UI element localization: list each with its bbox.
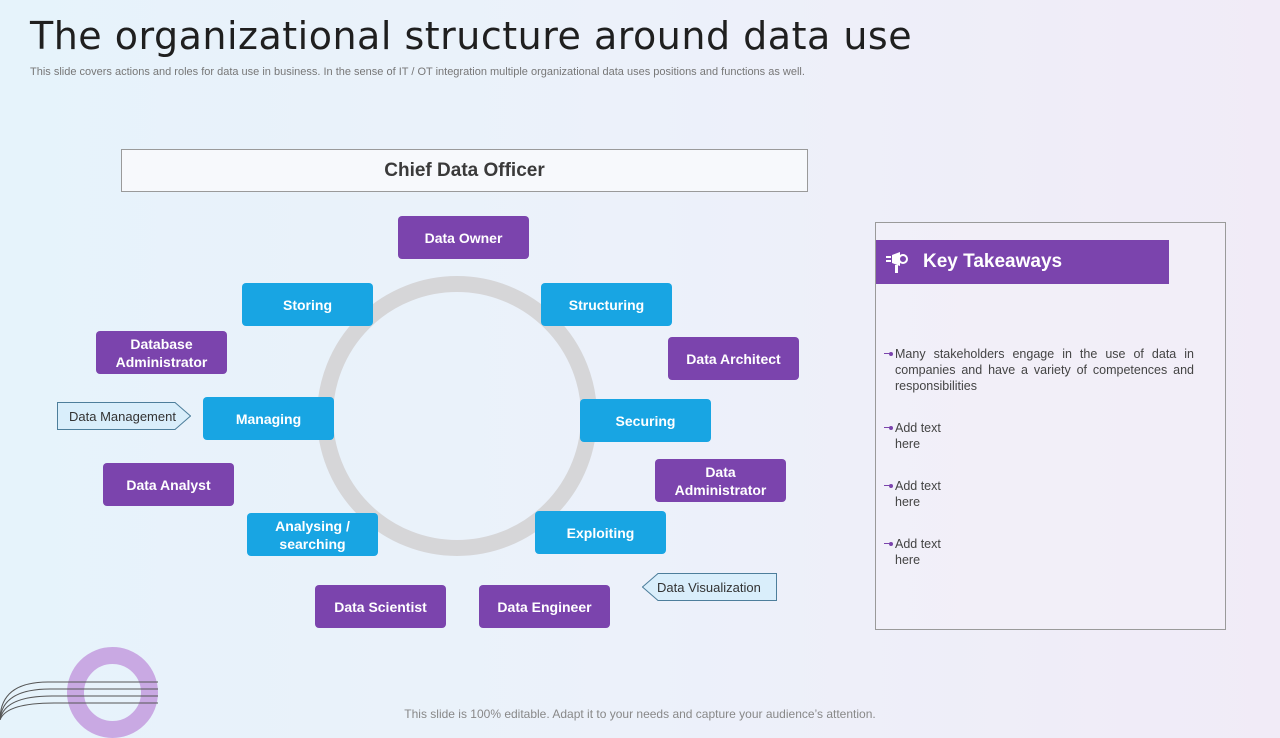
- role-data-owner: Data Owner: [398, 216, 529, 259]
- tag-data-management-label: Data Management: [69, 408, 176, 424]
- chief-data-officer-box: Chief Data Officer: [121, 149, 808, 192]
- role-data-analyst: Data Analyst: [103, 463, 234, 506]
- takeaway-text: Many stakeholders engage in the use of d…: [895, 347, 1194, 393]
- decorative-lines: [0, 681, 158, 720]
- function-securing: Securing: [580, 399, 711, 442]
- takeaway-item: Add text here: [884, 536, 1194, 568]
- tag-data-management: Data Management: [57, 402, 191, 430]
- tag-data-visualization: Data Visualization: [642, 573, 777, 601]
- role-data-engineer: Data Engineer: [479, 585, 610, 628]
- bullet-icon: [884, 541, 893, 546]
- key-takeaways-header: Key Takeaways: [876, 240, 1169, 284]
- bullet-icon: [884, 351, 893, 356]
- page-subtitle: This slide covers actions and roles for …: [30, 66, 805, 78]
- function-analysing-searching: Analysing / searching: [247, 513, 378, 556]
- function-structuring: Structuring: [541, 283, 672, 326]
- role-data-scientist: Data Scientist: [315, 585, 446, 628]
- function-managing: Managing: [203, 397, 334, 440]
- bullet-icon: [884, 425, 893, 430]
- takeaway-text: Add text here: [895, 537, 941, 567]
- bullet-icon: [884, 483, 893, 488]
- takeaway-item: Many stakeholders engage in the use of d…: [884, 346, 1194, 394]
- role-database-administrator: Database Administrator: [96, 331, 227, 374]
- key-takeaways-heading: Key Takeaways: [923, 251, 1063, 272]
- page-title: The organizational structure around data…: [30, 14, 913, 58]
- key-takeaways-panel: [875, 222, 1226, 630]
- function-storing: Storing: [242, 283, 373, 326]
- takeaway-item: Add text here: [884, 478, 1194, 510]
- tag-data-visualization-label: Data Visualization: [657, 579, 761, 595]
- takeaway-item: Add text here: [884, 420, 1194, 452]
- function-exploiting: Exploiting: [535, 511, 666, 554]
- footer-note: This slide is 100% editable. Adapt it to…: [404, 707, 876, 721]
- takeaway-text: Add text here: [895, 421, 941, 451]
- role-data-administrator: Data Administrator: [655, 459, 786, 502]
- takeaway-text: Add text here: [895, 479, 941, 509]
- megaphone-icon: [884, 249, 910, 275]
- role-data-architect: Data Architect: [668, 337, 799, 380]
